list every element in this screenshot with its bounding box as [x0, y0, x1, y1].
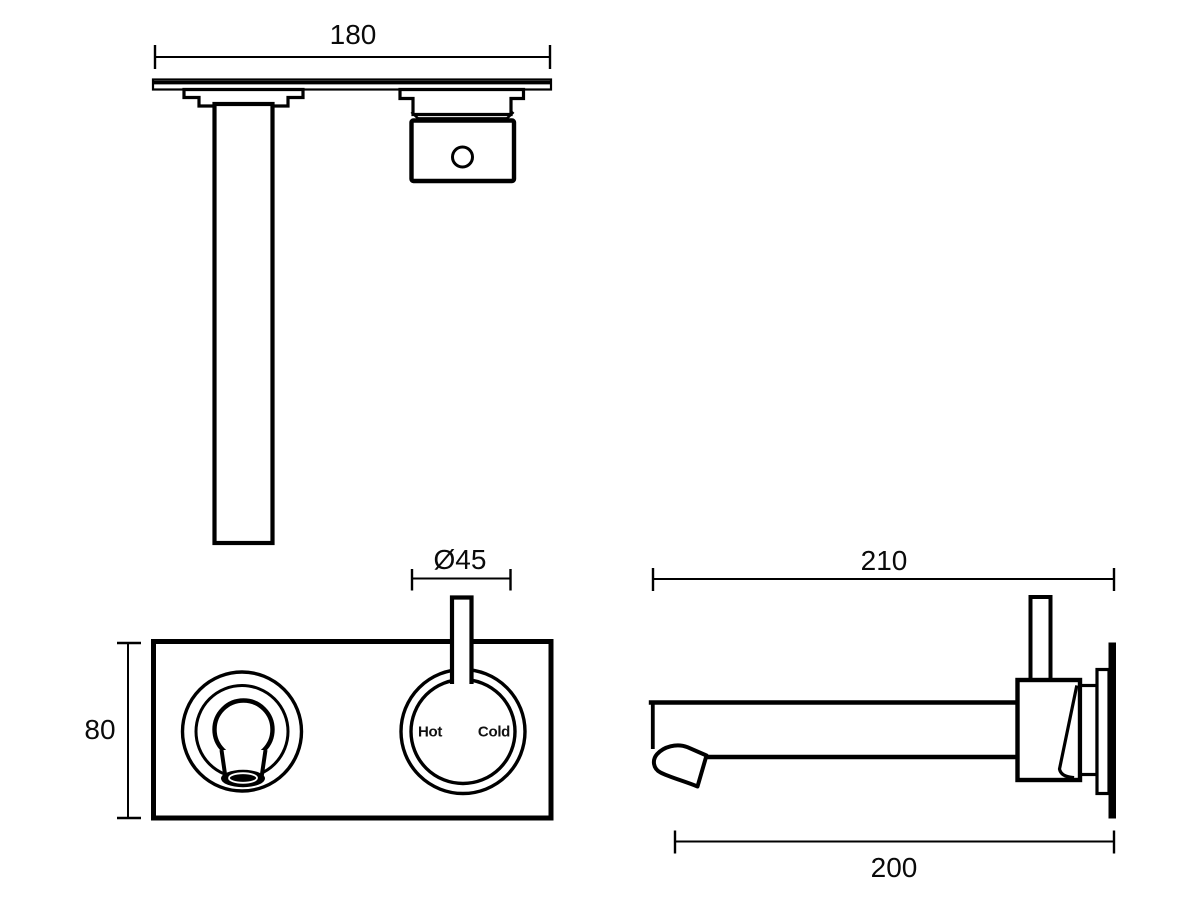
spout-outlet-opening	[228, 772, 258, 784]
wall-escutcheon-edge	[1095, 667, 1111, 796]
hot-label: Hot	[418, 724, 442, 741]
dimension-label-projection: 200	[871, 852, 918, 883]
mixer-handle-lever	[449, 595, 474, 684]
spout-front	[180, 670, 304, 793]
side-view: 210 200	[648, 545, 1116, 883]
mixer-body	[1015, 677, 1083, 783]
dimension-label-total-reach: 210	[861, 545, 908, 576]
mixer-front: Hot Cold	[399, 595, 527, 796]
cold-label: Cold	[478, 724, 510, 741]
mixer-seam-notch-left	[410, 111, 420, 121]
mixer-body-contour-line	[1057, 685, 1079, 780]
spout-flange-steps	[182, 87, 305, 108]
mixer-pivot-hole	[451, 145, 474, 169]
mixer-plan	[398, 87, 526, 184]
spout-aerator-tip	[651, 743, 709, 789]
mixer-cartridge-collar	[1078, 683, 1099, 777]
wall-plate-profile	[1108, 642, 1116, 819]
dimension-label-diameter: Ø45	[434, 544, 487, 575]
mixer-profile	[1015, 642, 1116, 819]
mixer-flange-steps	[398, 87, 526, 117]
spout-profile	[648, 700, 1022, 789]
mixer-seam-notch-right	[505, 111, 515, 121]
wall-plate-edge	[151, 78, 553, 91]
top-view: 180	[151, 19, 553, 546]
dimension-180: 180	[153, 19, 552, 69]
wall-plate-outline	[151, 78, 553, 91]
dimension-label-width: 180	[330, 19, 377, 50]
spout-plan	[182, 87, 305, 546]
front-view: Ø45 80 Hot Cold	[84, 544, 554, 821]
dimension-label-height: 80	[84, 714, 115, 745]
dimension-210: 210	[651, 545, 1116, 591]
dimension-80: 80	[84, 641, 141, 820]
mixer-handle-lever-profile	[1028, 595, 1053, 681]
dimension-diameter-45: Ø45	[410, 544, 512, 591]
spout-column	[212, 101, 275, 546]
dimension-200: 200	[673, 830, 1116, 883]
